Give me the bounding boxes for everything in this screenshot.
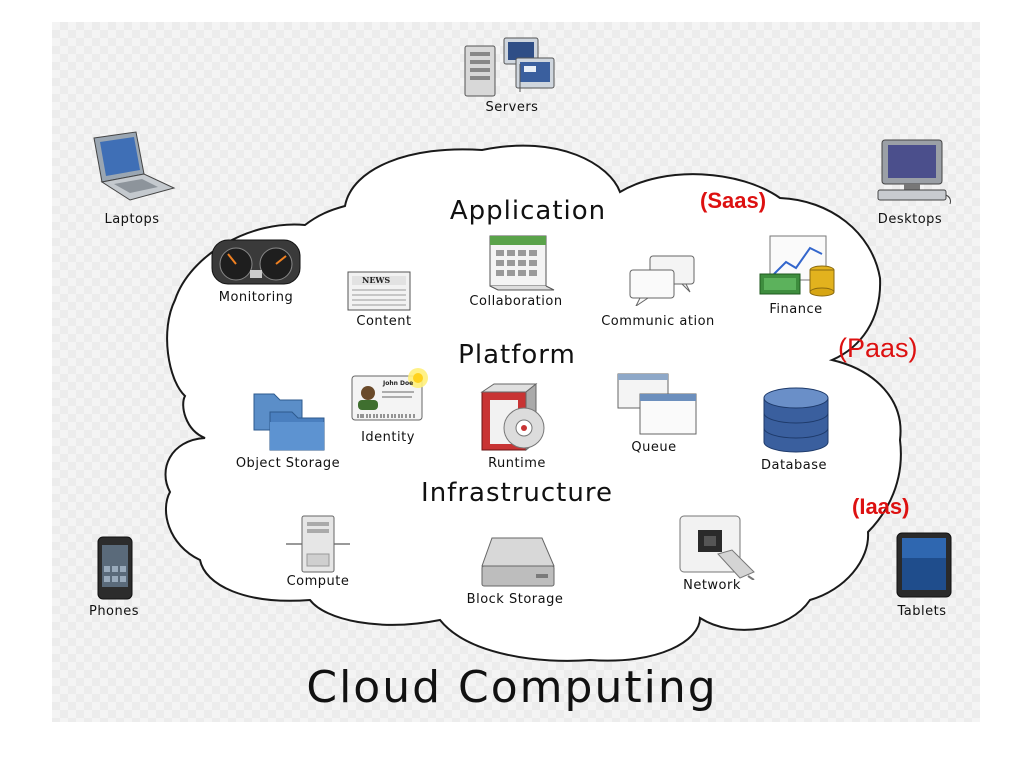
chat-bubbles-icon — [626, 254, 698, 310]
monitoring-label: Monitoring — [218, 290, 294, 305]
tablet-icon — [896, 532, 952, 602]
network-port-icon — [678, 514, 756, 584]
laptop-icon — [88, 130, 178, 210]
queue-label: Queue — [631, 440, 677, 455]
john-doe-text: John Doe — [383, 380, 414, 387]
desktops-label: Desktops — [877, 212, 943, 227]
phones-label: Phones — [88, 604, 140, 619]
servers-icon — [460, 36, 558, 104]
queue-icon — [616, 372, 698, 440]
servers-label: Servers — [485, 100, 539, 115]
tablets-label: Tablets — [897, 604, 947, 619]
database-label: Database — [760, 458, 828, 473]
phone-icon — [96, 536, 136, 604]
iaas-tag: (Iaas) — [852, 494, 910, 519]
infrastructure-layer-heading: Infrastructure — [421, 478, 613, 508]
diagram-title: Cloud Computing — [306, 662, 718, 713]
id-card-icon: John Doe — [350, 366, 432, 426]
desktop-icon — [876, 138, 952, 212]
calendar-icon — [484, 234, 556, 296]
communication-label: Communic ation — [601, 314, 715, 329]
network-label: Network — [683, 578, 741, 593]
saas-tag: (Saas) — [700, 188, 767, 213]
folders-icon — [252, 386, 326, 456]
application-layer-heading: Application — [449, 196, 607, 226]
newspaper-icon: NEWS — [346, 270, 412, 316]
content-label: Content — [356, 314, 412, 329]
collaboration-label: Collaboration — [469, 294, 563, 309]
database-icon — [762, 386, 830, 460]
platform-layer-heading: Platform — [458, 340, 576, 370]
laptops-label: Laptops — [104, 212, 160, 227]
news-text: NEWS — [362, 275, 391, 285]
monitoring-icon — [210, 234, 302, 290]
finance-icon — [758, 234, 840, 302]
finance-label: Finance — [769, 302, 823, 317]
block-storage-label: Block Storage — [466, 592, 564, 607]
object-storage-label: Object Storage — [235, 456, 341, 471]
paas-tag: (Paas) — [838, 333, 918, 363]
identity-label: Identity — [361, 430, 415, 445]
compute-label: Compute — [286, 574, 350, 589]
hard-drive-icon — [480, 536, 556, 592]
runtime-label: Runtime — [488, 456, 546, 471]
runtime-icon — [480, 382, 554, 456]
compute-icon — [284, 514, 352, 578]
